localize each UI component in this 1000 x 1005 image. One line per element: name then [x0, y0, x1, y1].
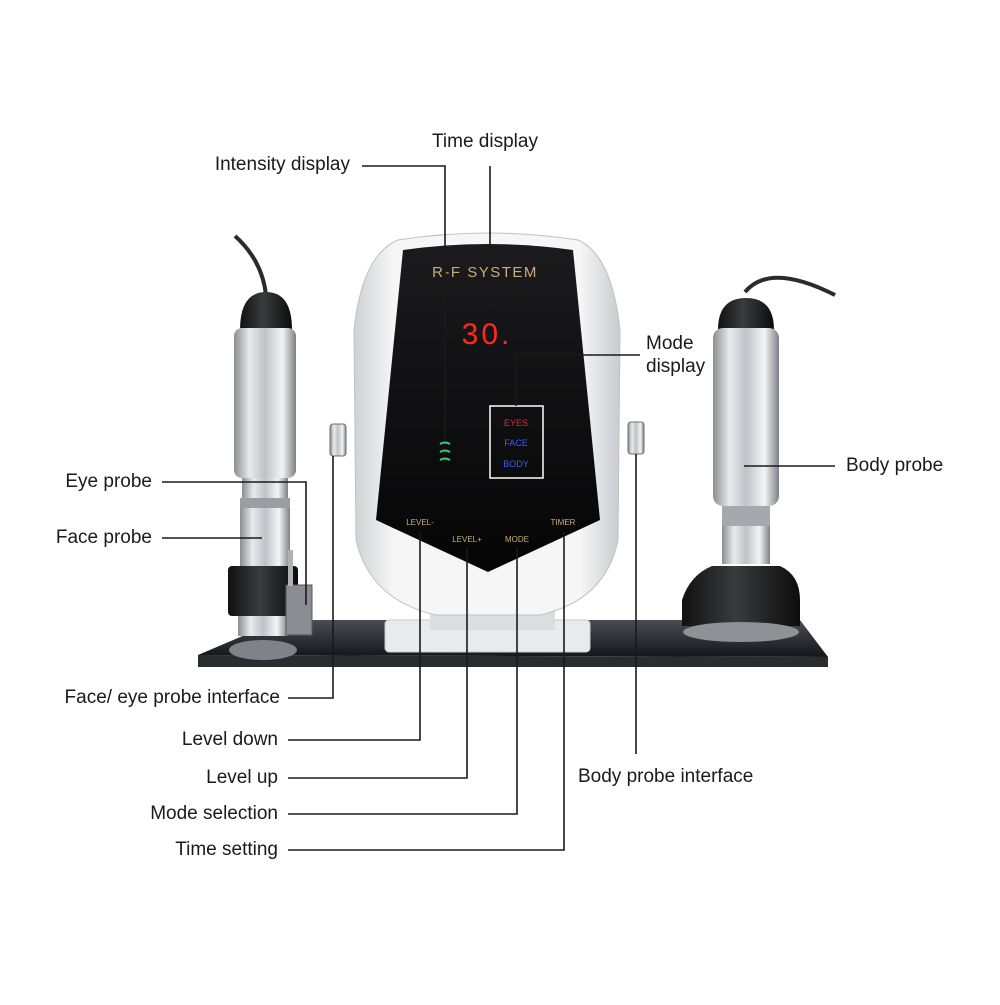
leader-mode-selection: [288, 548, 518, 815]
label-mode-display-line2: display: [646, 356, 706, 377]
label-time-display: Time display: [432, 131, 538, 152]
level-up-key-label: LEVEL+: [452, 535, 482, 544]
leader-level-down: [288, 532, 421, 741]
label-time-setting: Time setting: [175, 839, 278, 860]
body-probe: [682, 298, 800, 642]
face-eye-probe-connector: [329, 423, 347, 457]
label-mode-display-line1: Mode: [646, 333, 694, 354]
brand-text: R-F SYSTEM: [432, 264, 538, 281]
timer-key-label: TIMER: [551, 518, 576, 527]
leader-level-up: [288, 548, 468, 779]
leader-lines: [162, 165, 835, 851]
mode-face: FACE: [504, 438, 528, 448]
label-body-probe-interface: Body probe interface: [578, 766, 754, 787]
leader-mode: [515, 354, 640, 406]
leader-interface: [288, 456, 334, 699]
level-down-key-label: LEVEL-: [406, 518, 434, 527]
device-body: [353, 232, 621, 616]
label-eye-probe: Eye probe: [65, 471, 152, 492]
leader-intensity: [362, 165, 446, 440]
mode-key-label: MODE: [505, 535, 529, 544]
intensity-indicator: [439, 441, 451, 461]
left-probe-cable: [233, 234, 268, 296]
time-readout: 30.: [462, 318, 513, 351]
control-panel: [376, 244, 600, 572]
label-intensity-display: Intensity display: [214, 154, 350, 175]
label-face-eye-probe-interface: Face/ eye probe interface: [64, 687, 280, 708]
body-probe-connector: [627, 421, 645, 455]
label-face-probe: Face probe: [55, 527, 152, 548]
label-mode-selection: Mode selection: [150, 803, 278, 824]
leader-eye-probe: [162, 481, 307, 605]
label-level-down: Level down: [181, 729, 278, 750]
mode-body: BODY: [503, 459, 529, 469]
right-probe-cable: [743, 275, 836, 297]
leader-time-setting: [288, 532, 565, 851]
mode-eyes: EYES: [504, 418, 528, 428]
label-body-probe: Body probe: [846, 455, 944, 476]
label-level-up: Level up: [206, 767, 278, 788]
face-eye-probe: [228, 292, 313, 660]
